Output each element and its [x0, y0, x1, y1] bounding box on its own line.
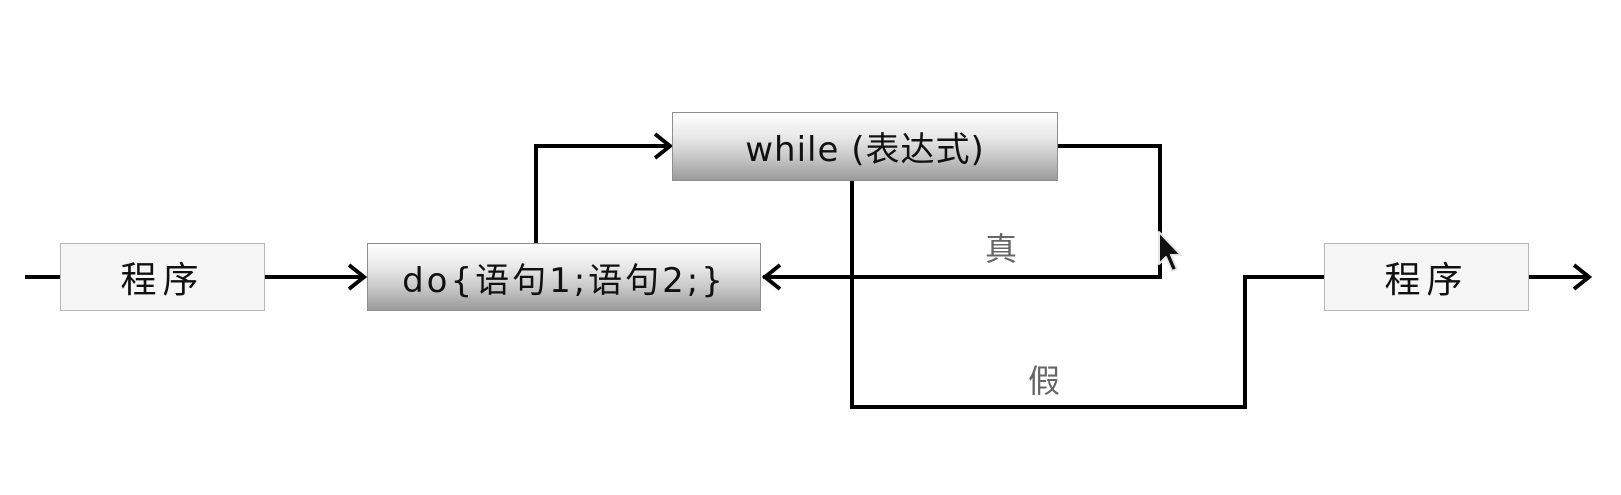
arrow-pointer-icon: [1158, 231, 1182, 272]
arrowhead-do: [347, 263, 368, 291]
start-program-box: 程序: [60, 243, 265, 311]
do-block-box: do{语句1;语句2;}: [367, 243, 761, 311]
while-condition-box: while (表达式): [672, 112, 1058, 181]
false-branch-label: 假: [1028, 362, 1061, 400]
edge-do-to-while: [534, 144, 670, 243]
arrowhead-exit: [1572, 263, 1593, 291]
end-program-box: 程序: [1324, 243, 1529, 311]
arrowhead-while: [653, 132, 674, 160]
edge-false-exit: [850, 181, 1324, 409]
arrowhead-loop: [761, 263, 782, 291]
edge-true-loop: [763, 144, 1162, 279]
true-branch-label: 真: [985, 230, 1018, 268]
